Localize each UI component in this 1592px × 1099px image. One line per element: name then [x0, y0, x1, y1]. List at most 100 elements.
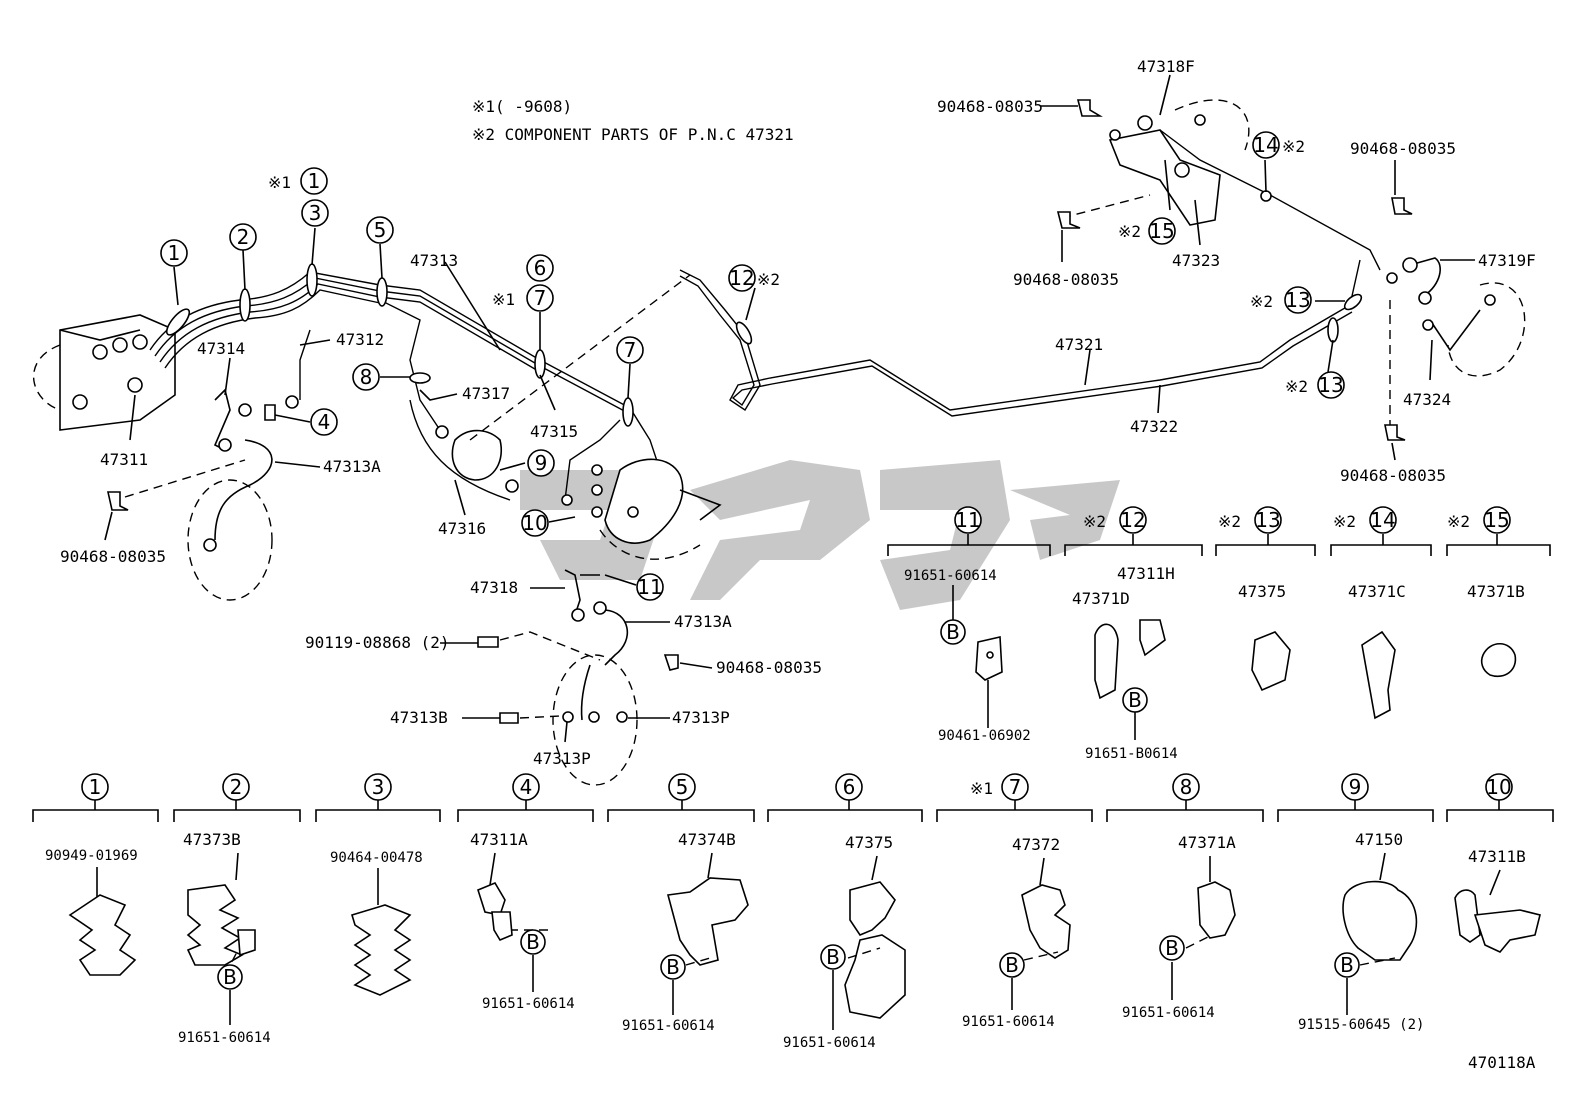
callout-10-main: 10: [521, 509, 549, 537]
front-hose-left: [107, 388, 299, 601]
label-47313P-bottom: 47313P: [533, 749, 591, 768]
bottom10-part: 47311B: [1468, 847, 1526, 866]
right-rear-hose: [1384, 197, 1526, 441]
svg-text:B: B: [1340, 953, 1354, 977]
group15-clip-shape: [1480, 642, 1517, 677]
svg-text:15: 15: [1484, 508, 1509, 532]
svg-text:B: B: [526, 930, 540, 954]
callout-5-main: 5: [366, 216, 394, 244]
svg-text:8: 8: [1180, 775, 1193, 799]
note-mark-x1-b7: ※1: [970, 779, 993, 798]
svg-text:11: 11: [637, 575, 662, 599]
label-47322: 47322: [1130, 417, 1178, 436]
svg-text:10: 10: [1486, 775, 1511, 799]
label-90468-center: 90468-08035: [716, 658, 822, 677]
bottom6-sub: 91651-60614: [783, 1035, 876, 1051]
callout-13b-main: 13: [1317, 371, 1345, 399]
note-mark-x1-3: ※1: [268, 173, 291, 192]
bottom1-part: 90949-01969: [45, 848, 138, 864]
svg-text:3: 3: [372, 775, 385, 799]
svg-text:B: B: [1165, 936, 1179, 960]
group12-b-marker: B: [1122, 687, 1148, 713]
callout-4-main: 4: [310, 408, 338, 436]
label-47314: 47314: [197, 339, 245, 358]
svg-text:13: 13: [1318, 373, 1343, 397]
callout-8-bottom: 8: [1172, 773, 1200, 801]
note-mark-x2-14: ※2: [1282, 137, 1305, 156]
callout-4-bottom: 4: [512, 773, 540, 801]
callout-11-group: 11: [954, 506, 982, 534]
note-2: ※2 COMPONENT PARTS OF P.N.C 47321: [472, 125, 794, 144]
clamp-3-shape: [306, 263, 318, 297]
callout-3-bottom: 3: [364, 773, 392, 801]
b-marker-bottom2: B: [217, 964, 243, 990]
callout-1b-main: 1: [300, 167, 328, 195]
label-90468-mid: 90468-08035: [1013, 270, 1119, 289]
rear-hose-center: [477, 569, 679, 786]
group15-part: 47371B: [1467, 582, 1525, 601]
callout-10-bottom: 10: [1485, 773, 1513, 801]
group11-sub: 90461-06902: [938, 728, 1031, 744]
master-cylinder-drawing: [32, 314, 176, 431]
note-1: ※1( -9608): [472, 97, 572, 116]
bottom9-sub: 91515-60645 (2): [1298, 1017, 1424, 1033]
callout-3-main: 3: [301, 199, 329, 227]
dashed-link-valve: [469, 274, 691, 441]
svg-text:4: 4: [520, 775, 533, 799]
label-47318: 47318: [470, 578, 518, 597]
callout-7a-main: 7: [526, 284, 554, 312]
bottom-part-shapes: [68, 852, 1541, 1030]
label-47318F: 47318F: [1137, 57, 1195, 76]
svg-text:3: 3: [309, 201, 322, 225]
svg-text:6: 6: [534, 256, 547, 280]
callout-13-group: 13: [1254, 506, 1282, 534]
svg-text:7: 7: [534, 286, 547, 310]
group13-clip-shape: [1251, 631, 1291, 692]
group11-part: 91651-60614: [904, 568, 997, 584]
leader-lines: [104, 74, 1475, 743]
svg-text:B: B: [223, 965, 237, 989]
svg-text:2: 2: [237, 225, 250, 249]
proportioning-valve-shape: [451, 429, 502, 481]
label-90468-right-top: 90468-08035: [1350, 139, 1456, 158]
svg-text:15: 15: [1149, 219, 1174, 243]
svg-text:B: B: [1128, 688, 1142, 712]
bottom3-part: 90464-00478: [330, 850, 423, 866]
callout-12-main: 12: [728, 264, 756, 292]
bottom5-sub: 91651-60614: [622, 1018, 715, 1034]
note-mark-x1-7: ※1: [492, 290, 515, 309]
svg-text:14: 14: [1370, 508, 1395, 532]
label-47313A-center: 47313A: [674, 612, 732, 631]
label-47313A-left: 47313A: [323, 457, 381, 476]
callout-7b-main: 7: [616, 336, 644, 364]
bottom4-part: 47311A: [470, 830, 528, 849]
clamp-6-shape: [534, 349, 546, 379]
svg-text:11: 11: [955, 508, 980, 532]
right-group-brackets: [887, 534, 1551, 556]
note-mark-x2-g14: ※2: [1333, 512, 1356, 531]
callout-6-main: 6: [526, 254, 554, 282]
svg-text:B: B: [666, 955, 680, 979]
callout-2-bottom: 2: [222, 773, 250, 801]
group13-part: 47375: [1238, 582, 1286, 601]
bottom7-sub: 91651-60614: [962, 1014, 1055, 1030]
callout-8-main: 8: [352, 363, 380, 391]
bottom2-part: 47373B: [183, 830, 241, 849]
label-47323: 47323: [1172, 251, 1220, 270]
callout-9-main: 9: [527, 449, 555, 477]
clamp-1-shape: [165, 308, 191, 336]
svg-text:6: 6: [843, 775, 856, 799]
b-marker-bottom9: B: [1334, 952, 1360, 978]
label-90468-right-bottom: 90468-08035: [1340, 466, 1446, 485]
bottom9-part: 47150: [1355, 830, 1403, 849]
note-mark-x2-13b: ※2: [1285, 377, 1308, 396]
label-47316: 47316: [438, 519, 486, 538]
callout-15-main: 15: [1148, 217, 1176, 245]
b-marker-bottom4: B: [520, 929, 546, 955]
callout-13a-main: 13: [1284, 286, 1312, 314]
bottom6-part: 47375: [845, 833, 893, 852]
group12-clip-b: [1094, 623, 1119, 700]
group12-part2: 47371D: [1072, 589, 1130, 608]
note-mark-x2-g12: ※2: [1083, 512, 1106, 531]
b-marker-bottom5: B: [660, 954, 686, 980]
